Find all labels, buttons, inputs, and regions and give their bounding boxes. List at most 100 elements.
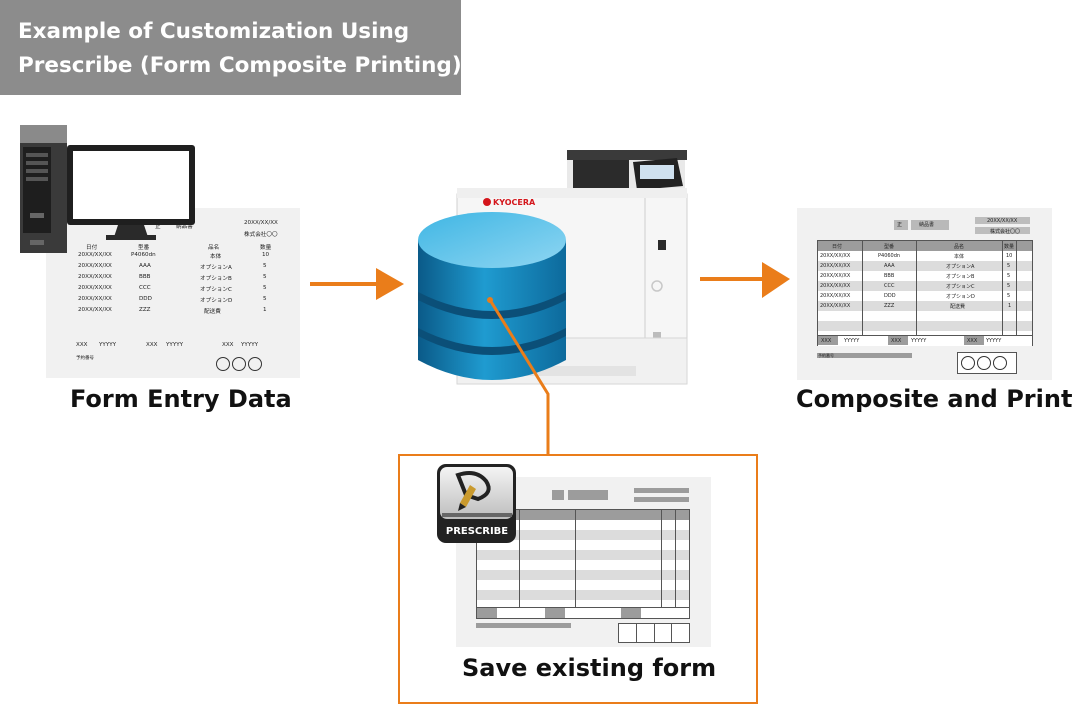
cell-date: 20XX/XX/XX [78,307,112,313]
title-line-2: Prescribe (Form Composite Printing) [18,53,462,78]
output-cell: 配送費 [950,304,966,310]
saved-form-box [398,454,758,704]
arrow-to-output [700,262,790,298]
output-cell: 20XX/XX/XX [820,253,851,259]
cell-model: CCC [139,285,151,291]
footer-code: XXX [222,342,234,348]
power-button-icon [651,280,663,292]
cell-item: オプションC [200,287,232,293]
cell-item: 配送費 [204,309,221,315]
footer-value: YYYYY [241,342,259,348]
computer-illustration [20,125,195,253]
usb-port-icon [658,240,666,250]
stamp-circles [216,356,264,375]
composite-output-document: 正 納品書 20XX/XX/XX 株式会社〇〇 日付 型番 品名 数量 20XX… [797,208,1052,380]
output-footer: YYYYY [911,338,927,344]
output-cell: 5 [1007,283,1011,289]
cell-qty: 5 [263,296,267,302]
output-cell: 20XX/XX/XX [820,263,851,269]
cell-qty: 5 [263,263,267,269]
cell-model: P4060dn [131,252,156,258]
title-banner [0,0,461,95]
cell-date: 20XX/XX/XX [78,252,112,258]
cell-item: 本体 [210,254,222,260]
output-cell: 5 [1007,273,1011,279]
caption-save-form: Save existing form [462,654,717,682]
output-cell: 1 [1008,303,1012,309]
cell-qty: 5 [263,285,267,291]
footer-code: XXX [146,342,158,348]
output-cell: DDD [884,293,896,299]
database-icon [418,212,566,380]
header-qty: 数量 [260,245,272,251]
output-cell: 20XX/XX/XX [820,303,851,309]
stamp-circle [216,357,230,371]
cell-item: オプションA [200,265,232,271]
monitor-icon [67,145,195,240]
output-cell: P4060dn [878,253,901,259]
diagram-title: Example of Customization Using Prescribe… [18,15,462,83]
output-footer: YYYYY [844,338,860,344]
cell-date: 20XX/XX/XX [78,263,112,269]
form-company: 株式会社〇〇 [244,232,278,238]
cell-model: ZZZ [139,307,151,313]
output-table: 日付 型番 品名 数量 20XX/XX/XX P4060dn 本体 10 20X… [817,240,1033,346]
form-entry-document: 正 納品書 20XX/XX/XX 株式会社〇〇 日付 型番 品名 数量 20XX… [46,208,300,378]
output-footer: XXX [891,338,902,344]
connector-line [487,297,550,454]
stamp-circle [232,357,246,371]
cell-item: オプションD [200,298,233,304]
output-cell: オプションA [946,264,975,270]
cell-item: オプションB [200,276,232,282]
footer-value: YYYYY [99,342,117,348]
output-header-item: 品名 [954,244,965,250]
stamp-circle [961,356,975,370]
output-cell: 本体 [954,254,965,260]
kyocera-logo-icon [483,198,491,206]
header-model: 型番 [138,245,150,251]
form-seal: 正 [155,224,161,230]
output-cell: BBB [884,273,895,279]
prescribe-logo-icon: PRESCRIBE [437,464,516,543]
output-doc-title: 納品書 [919,222,935,228]
footer-code: XXX [76,342,88,348]
cell-model: AAA [139,263,151,269]
output-cell: 20XX/XX/XX [820,283,851,289]
output-cell: オプションD [946,294,975,300]
output-seal: 正 [897,222,903,228]
output-header-model: 型番 [884,244,895,250]
cell-model: BBB [139,274,151,280]
arrow-to-database [310,268,404,300]
output-cell: 20XX/XX/XX [820,273,851,279]
output-cell: ZZZ [884,303,895,309]
form-doc-title: 納品書 [176,224,193,230]
stamp-circle [993,356,1007,370]
cell-qty: 1 [263,307,267,313]
cell-date: 20XX/XX/XX [78,274,112,280]
cell-qty: 10 [262,252,270,258]
output-cell: オプションB [946,274,975,280]
output-footer: XXX [821,338,832,344]
output-footer: XXX [967,338,978,344]
title-line-1: Example of Customization Using [18,19,410,44]
output-cell: 5 [1007,293,1011,299]
output-header-date: 日付 [832,244,843,250]
output-cell: 20XX/XX/XX [820,293,851,299]
prescribe-label: PRESCRIBE [446,526,508,537]
output-stamp-box [957,352,1017,374]
output-cell: 5 [1007,263,1011,269]
caption-composite: Composite and Print [796,385,1073,413]
output-cell: 10 [1006,253,1013,259]
output-note: 予約番号 [818,353,834,358]
output-company: 株式会社〇〇 [990,229,1021,235]
form-date: 20XX/XX/XX [244,220,278,226]
cell-date: 20XX/XX/XX [78,285,112,291]
cell-date: 20XX/XX/XX [78,296,112,302]
cell-model: DDD [139,296,152,302]
cell-qty: 5 [263,274,267,280]
output-header-qty: 数量 [1004,244,1015,250]
output-footer: YYYYY [986,338,1002,344]
output-cell: AAA [884,263,895,269]
pc-tower-icon [20,125,67,253]
header-date: 日付 [86,245,98,251]
